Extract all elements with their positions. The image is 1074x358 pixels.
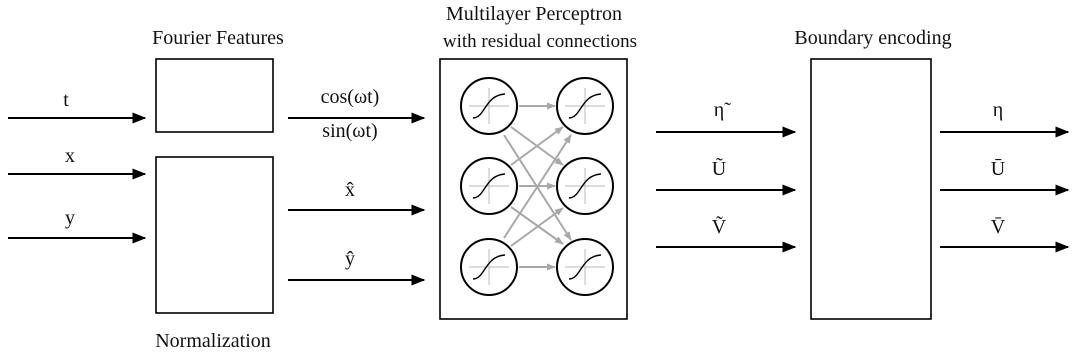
connection-3-2 — [510, 207, 564, 247]
neuron-1-2 — [556, 77, 614, 135]
u-bar-label: Ū — [991, 158, 1006, 180]
fourier-features-box — [155, 58, 274, 133]
activation-icon — [472, 173, 506, 199]
activation-icon — [568, 93, 602, 119]
activation-icon — [472, 254, 506, 280]
input-t-label: t — [63, 89, 69, 111]
boundary-encoding-title: Boundary encoding — [794, 27, 951, 49]
v-tilde-label: Ṽ — [712, 214, 727, 238]
neuron-2-2 — [556, 157, 614, 215]
fourier-features-title: Fourier Features — [152, 27, 284, 49]
neuron-3-2 — [556, 238, 614, 296]
u-tilde-label: Ũ — [712, 156, 727, 180]
activation-icon — [472, 93, 506, 119]
y-hat-label: ŷ — [345, 248, 355, 270]
neuron-1-1 — [460, 77, 518, 135]
activation-icon — [568, 173, 602, 199]
v-bar-label: V̄ — [991, 216, 1006, 238]
activation-icon — [568, 254, 602, 280]
eta-tilde-label: η̃ — [714, 99, 731, 121]
mlp-neurons — [460, 77, 614, 296]
sin-label: sin(ωt) — [322, 120, 377, 142]
boundary-encoding-box — [810, 58, 932, 320]
neuron-3-1 — [460, 238, 518, 296]
normalization-title: Normalization — [155, 330, 271, 352]
mlp-title-line2: with residual connections — [443, 31, 637, 52]
connection-3-1 — [503, 134, 572, 239]
neuron-2-1 — [460, 157, 518, 215]
input-x-label: x — [65, 145, 75, 167]
eta-label: η — [993, 99, 1003, 121]
input-y-label: y — [65, 207, 75, 229]
x-hat-label: x̂ — [345, 179, 355, 201]
mlp-connections — [503, 102, 572, 271]
normalization-box — [155, 156, 274, 314]
mlp-title-line1: Multilayer Perceptron — [446, 3, 622, 25]
connection-2-1 — [510, 126, 564, 166]
cos-label: cos(ωt) — [321, 86, 380, 108]
